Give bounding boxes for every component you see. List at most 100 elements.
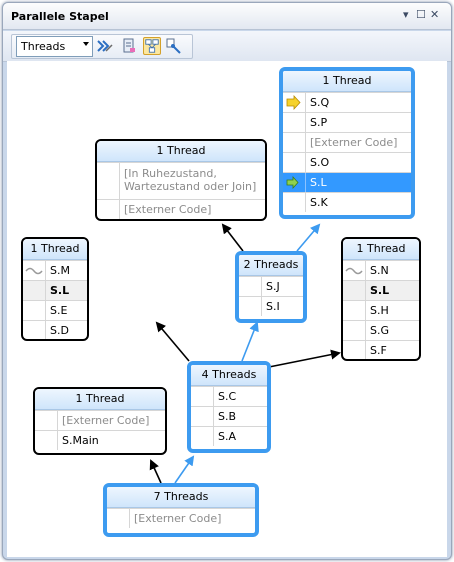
frame-label: S.D [50,324,69,337]
stack-node-mid-top[interactable]: 1 Thread [In Ruhezustand, Wartezustand o… [95,139,267,221]
edge-center-to-right [268,349,341,368]
window-menu-dropdown-icon[interactable]: ▾ [403,8,409,21]
stack-frame[interactable]: [Externer Code] [35,410,165,430]
node-header: 1 Thread [343,239,419,260]
edge-small-to-midtop [221,223,244,252]
view-select[interactable]: Threads [16,36,93,57]
toolbar-strip: Threads [11,34,193,59]
stack-frame[interactable]: S.N [343,260,419,280]
stack-frame[interactable]: S.D [23,320,87,339]
frame-gutter [23,301,46,320]
frame-label: S.N [370,264,389,277]
frame-gutter [107,509,130,528]
stack-frame[interactable]: S.Main [35,430,165,450]
stack-frame[interactable]: S.I [239,296,303,316]
frame-label: S.J [266,280,280,293]
frame-label: S.H [370,304,389,317]
frame-label: S.L [50,284,70,297]
edge-small-to-topright [296,223,321,252]
stack-node-center[interactable]: 4 Threads S.C S.B S.A [187,361,271,453]
frame-gutter [283,113,306,132]
edge-bottom-to-lowerleft [149,459,162,484]
stack-node-right[interactable]: 1 Thread S.N S.L S.H S.G S.F [341,237,421,361]
stack-frame[interactable]: S.F [343,340,419,359]
active-frame-arrow-icon [286,175,299,190]
stack-graph-canvas[interactable]: 1 Thread S.Q S.P [Externer Code] S.O S.L… [7,61,447,557]
current-thread-arrow-icon [286,94,301,111]
toggle-method-view-icon[interactable] [96,37,114,55]
show-threads-icon[interactable] [143,37,161,55]
title-bar: Parallele Stapel ▾ ☐ ✕ [3,3,451,30]
frame-gutter [191,427,214,446]
edge-center-to-small [241,321,259,362]
stack-frame[interactable]: [Externer Code] [283,132,411,152]
frame-gutter [283,93,306,112]
auto-scroll-icon[interactable] [165,37,183,55]
frame-gutter [283,133,306,152]
stack-node-center-small[interactable]: 2 Threads S.J S.I [235,251,307,323]
node-header: 1 Thread [35,389,165,410]
frame-label: S.A [218,430,237,443]
stack-frame[interactable]: S.A [191,426,267,446]
stack-frame[interactable]: S.K [283,192,411,212]
frame-gutter [239,277,262,296]
frame-label: [Externer Code] [134,512,222,525]
stack-frame[interactable]: S.P [283,112,411,132]
frame-gutter [97,163,120,199]
frame-label: S.M [50,264,70,277]
close-icon[interactable]: ✕ [430,8,440,21]
frame-label: [Externer Code] [310,136,398,149]
stack-frame[interactable]: [Externer Code] [97,199,265,219]
stack-frame[interactable]: [In Ruhezustand, Wartezustand oder Join] [97,162,265,199]
frame-label: S.B [218,410,237,423]
stack-frame[interactable]: S.E [23,300,87,320]
frame-gutter [23,261,46,280]
node-header: 7 Threads [107,487,255,508]
frame-gutter [35,431,58,450]
stack-frame[interactable]: S.Q [283,92,411,112]
frame-gutter [343,261,366,280]
stack-node-lower-left[interactable]: 1 Thread [Externer Code] S.Main [33,387,167,455]
frame-gutter [343,281,366,300]
frame-gutter [191,387,214,406]
frame-label: S.Q [310,96,330,109]
stack-frame[interactable]: S.C [191,386,267,406]
stack-frame[interactable]: S.G [343,320,419,340]
stack-frame[interactable]: S.J [239,276,303,296]
frame-gutter [97,200,120,219]
stack-node-left[interactable]: 1 Thread S.M S.L S.E S.D [21,237,89,341]
restore-icon[interactable]: ☐ [416,8,426,21]
stack-frame[interactable]: S.H [343,300,419,320]
thread-switch-icon [345,267,363,275]
stack-frame[interactable]: S.B [191,406,267,426]
frame-label: S.E [50,304,68,317]
stack-frame-selected[interactable]: S.L [283,172,411,192]
frame-label: S.G [370,324,390,337]
frame-label: S.F [370,344,387,357]
view-select-value: Threads [21,40,66,53]
frame-label: S.P [310,116,328,129]
frame-label: [In Ruhezustand, Wartezustand oder Join] [124,167,257,193]
go-to-current-thread-icon[interactable] [120,37,138,55]
frame-label: S.C [218,390,237,403]
frame-label: S.K [310,196,328,209]
frame-gutter [343,301,366,320]
stack-frame[interactable]: S.L [23,280,87,300]
frame-gutter [343,321,366,340]
frame-label: S.Main [62,434,99,447]
call-edges [149,223,341,484]
stack-frame[interactable]: [Externer Code] [107,508,255,528]
stack-frame[interactable]: S.M [23,260,87,280]
stack-node-top-right[interactable]: 1 Thread S.Q S.P [Externer Code] S.O S.L… [279,67,415,219]
frame-gutter [35,411,58,430]
node-header: 4 Threads [191,365,267,386]
frame-gutter [343,341,366,359]
stack-frame[interactable]: S.O [283,152,411,172]
stack-node-bottom[interactable]: 7 Threads [Externer Code] [103,483,259,537]
node-header: 2 Threads [239,255,303,276]
node-header: 1 Thread [23,239,87,260]
stack-frame[interactable]: S.L [343,280,419,300]
frame-gutter [283,153,306,172]
frame-label: S.I [266,300,280,313]
